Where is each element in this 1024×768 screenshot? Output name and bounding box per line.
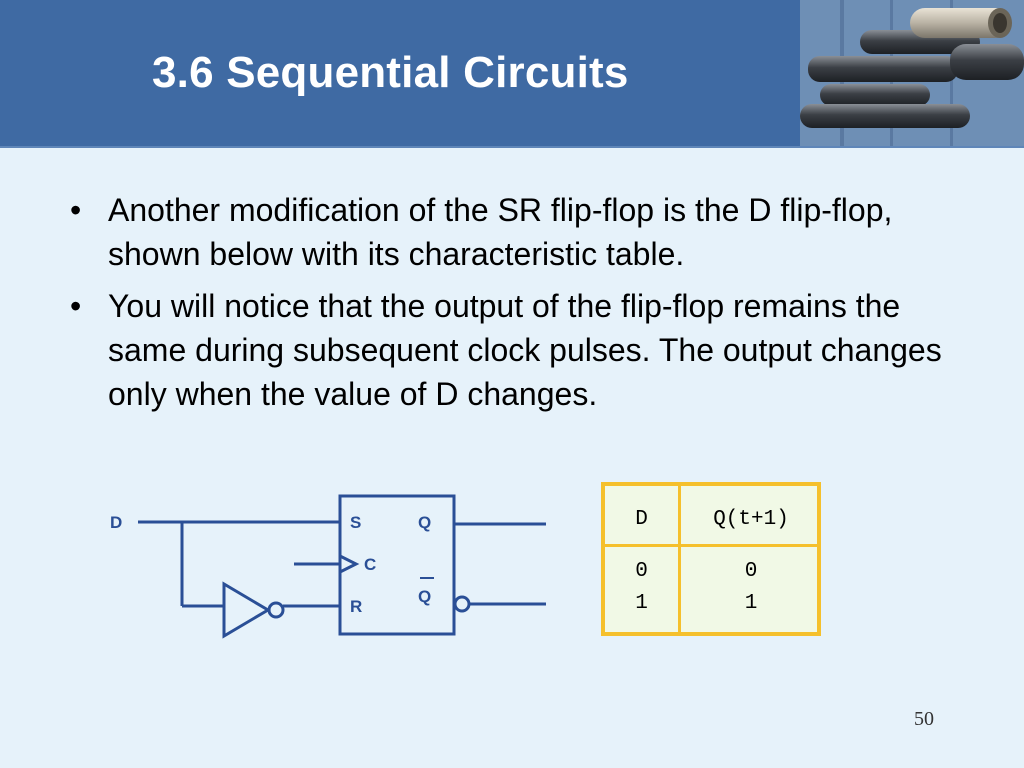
pin-s-label: S — [350, 513, 361, 532]
qbar-bubble — [453, 595, 471, 613]
page-number: 50 — [914, 708, 934, 730]
header-photo-pipes — [800, 0, 1024, 146]
table-cell: 1 — [635, 592, 648, 615]
pin-q-label: Q — [418, 513, 431, 532]
table-header-divider — [605, 544, 817, 547]
inverter-bubble — [267, 601, 285, 619]
d-flip-flop-diagram: D S C R Q Q — [110, 494, 546, 639]
clock-triangle — [339, 554, 360, 574]
bullet-list: • Another modification of the SR flip-fl… — [70, 188, 950, 424]
table-cell: 0 — [744, 560, 758, 583]
bullet-text: Another modification of the SR flip-flop… — [108, 192, 893, 272]
slide-header: 3.6 Sequential Circuits — [0, 0, 1024, 148]
slide-title: 3.6 Sequential Circuits — [152, 48, 629, 97]
pin-r-label: R — [350, 597, 362, 616]
pin-qbar-label: Q — [418, 587, 431, 606]
characteristic-table: D Q(t+1) 0 1 0 1 — [601, 482, 821, 636]
table-header-q-next: Q(t+1) — [713, 508, 789, 531]
d-input-label: D — [110, 513, 122, 532]
table-cell: 1 — [744, 592, 758, 615]
inverter-triangle — [222, 581, 271, 639]
bullet-text: You will notice that the output of the f… — [108, 288, 942, 412]
table-column-d: 0 1 — [605, 556, 678, 620]
table-column-q-next: 0 1 — [681, 556, 821, 620]
bullet-item: • Another modification of the SR flip-fl… — [70, 188, 950, 276]
table-header-d: D — [635, 508, 648, 531]
table-cell: 0 — [635, 560, 648, 583]
bullet-marker: • — [70, 288, 82, 324]
pin-c-label: C — [364, 555, 376, 574]
table-column-divider — [678, 486, 681, 632]
bullet-item: • You will notice that the output of the… — [70, 284, 950, 416]
bullet-marker: • — [70, 192, 82, 228]
